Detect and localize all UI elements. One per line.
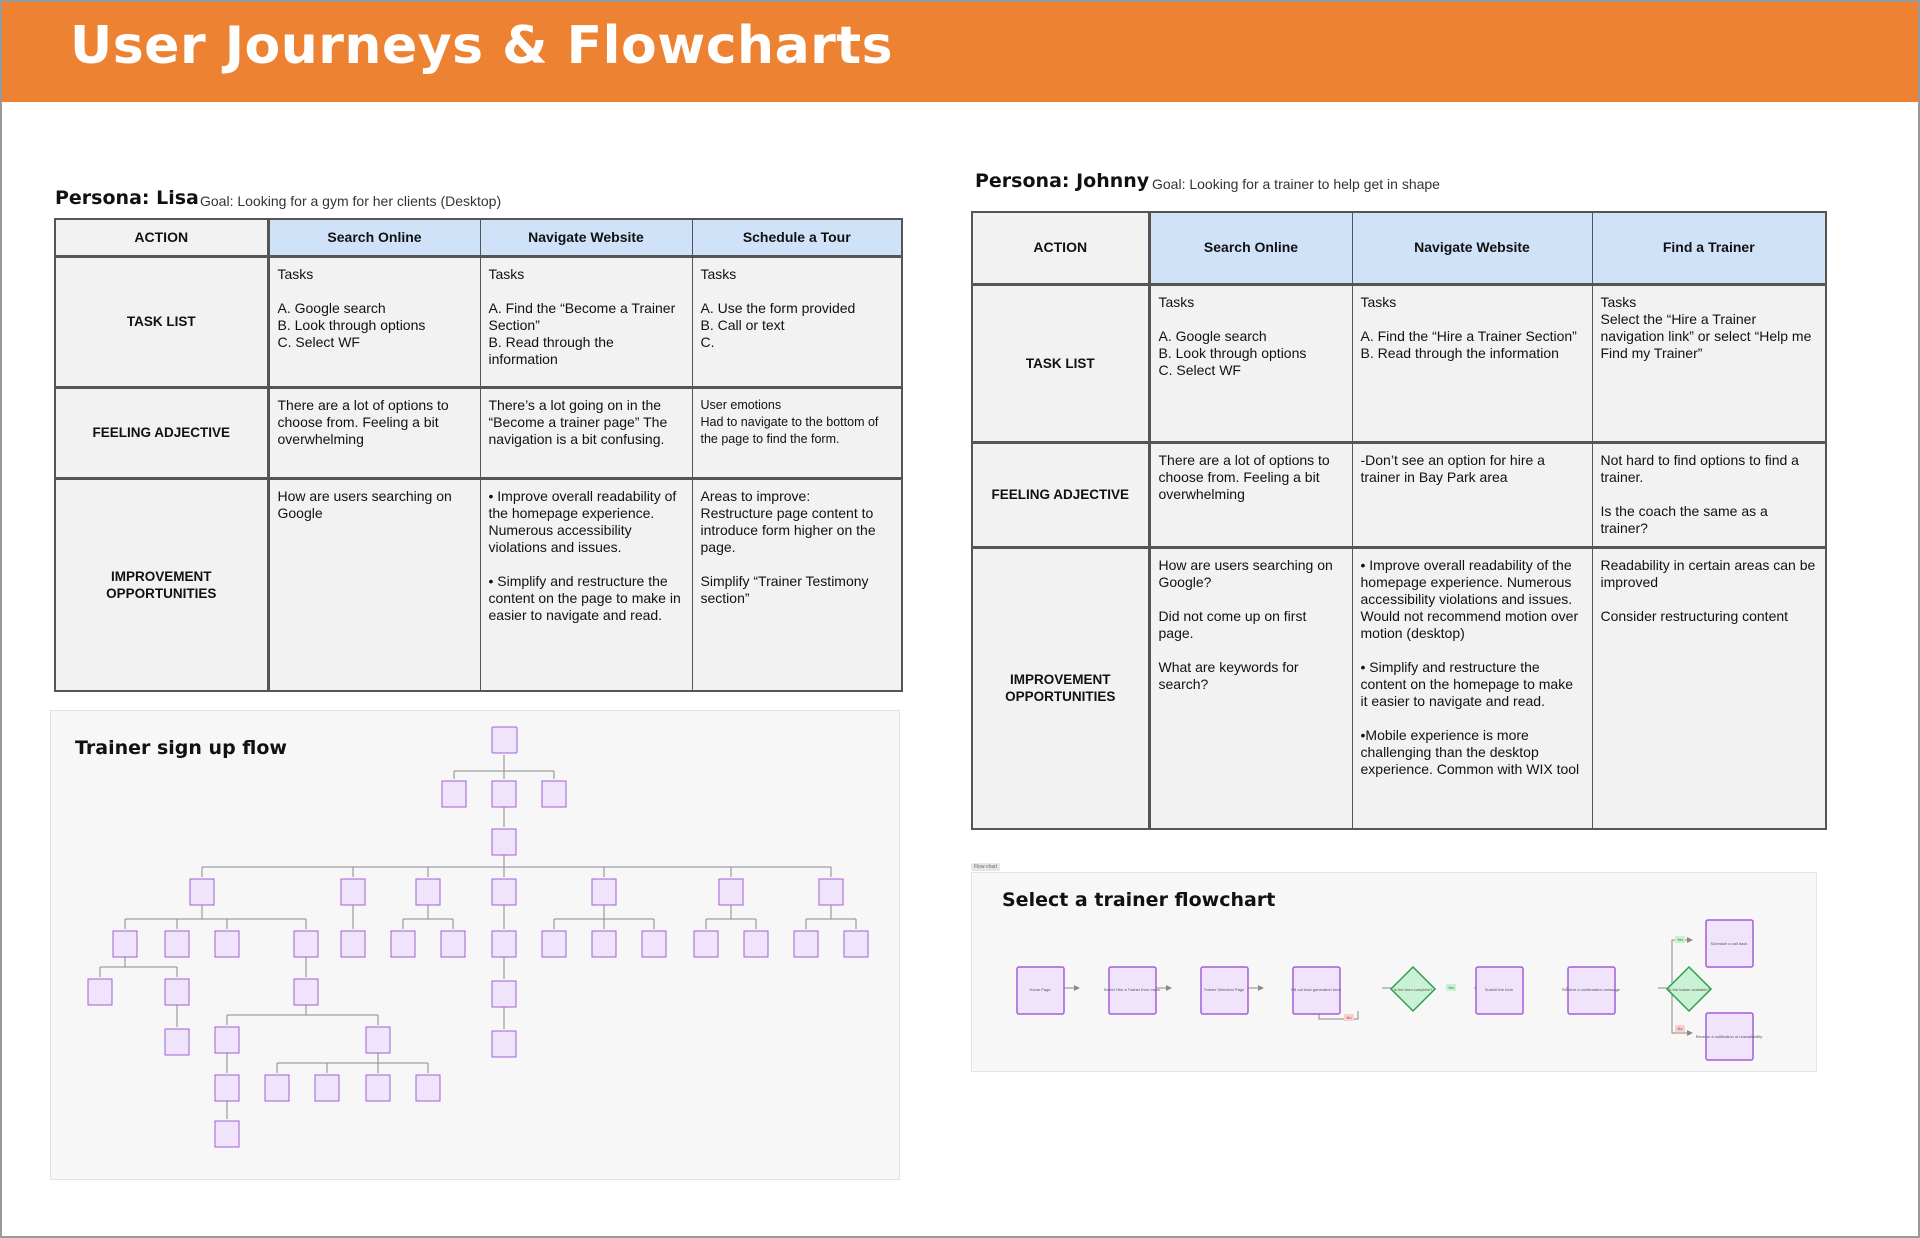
flow-decision-label: Is the trainer available? [1668,987,1710,992]
table-cell: Tasks A. Find the “Become a Trainer Sect… [479,254,693,388]
select-trainer-flow-diagram: Home Page Select Hire a Trainer from men… [1016,919,1762,1061]
select-trainer-flow-title: Select a trainer flowchart [1002,889,1276,911]
action-header: ACTION [54,218,270,257]
row-header-feeling: FEELING ADJECTIVE [971,440,1151,548]
flow-node-label: Receive a confirmation message [1562,987,1621,992]
table-cell: • Improve overall readability of the hom… [1351,545,1593,830]
table-cell: How are users searching on Google? Did n… [1148,545,1353,830]
flow-node-label: Home Page [1029,987,1051,992]
trainer-signup-flow-title: Trainer sign up flow [75,737,287,759]
flowchart-tag: Flow chart [971,863,1001,871]
flow-no-label: No [1677,1026,1683,1031]
row-header-improvement: IMPROVEMENT OPPORTUNITIES [54,476,270,692]
column-header: Navigate Website [479,218,693,257]
flow-node-label: Select Hire a Trainer from menu [1104,987,1161,992]
table-cell: Tasks A. Google search B. Look through o… [267,254,481,388]
table-cell: Tasks A. Google search B. Look through o… [1148,282,1353,443]
column-header: Navigate Website [1351,211,1593,285]
persona-lisa-title: Persona: Lisa [55,187,199,209]
select-trainer-flow-panel[interactable]: Select a trainer flowchart [971,872,1817,1072]
table-cell: • Improve overall readability of the hom… [479,476,693,692]
table-cell: There are a lot of options to choose fro… [267,385,481,479]
column-header: Search Online [1148,211,1353,285]
flow-node-label: Trainer Selection Page [1204,987,1245,992]
table-cell: There are a lot of options to choose fro… [1148,440,1353,548]
table-cell: Readability in certain areas can be impr… [1591,545,1827,830]
lisa-journey-table: ACTION Search Online Navigate Website Sc… [54,218,903,692]
page-title: User Journeys & Flowcharts [70,16,894,76]
persona-lisa-goal: Goal: Looking for a gym for her clients … [200,193,502,209]
johnny-journey-table: ACTION Search Online Navigate Website Fi… [971,211,1827,830]
table-cell: Not hard to find options to find a train… [1591,440,1827,548]
column-header: Find a Trainer [1591,211,1827,285]
action-header: ACTION [971,211,1151,285]
flow-node-label: Submit the form [1485,987,1514,992]
table-cell: -Don’t see an option for hire a trainer … [1351,440,1593,548]
row-header-improvement: IMPROVEMENT OPPORTUNITIES [971,545,1151,830]
table-cell: There’s a lot going on in the “Become a … [479,385,693,479]
column-header: Schedule a Tour [691,218,903,257]
flow-no-label: No [1346,1015,1352,1020]
persona-johnny-title: Persona: Johnny [975,170,1150,192]
table-cell: Tasks Select the “Hire a Trainer navigat… [1591,282,1827,443]
table-cell: Tasks A. Find the “Hire a Trainer Sectio… [1351,282,1593,443]
flow-yes-label: Yes [1677,937,1684,942]
row-header-task-list: TASK LIST [54,254,270,388]
row-header-task-list: TASK LIST [971,282,1151,443]
flow-yes-label: Yes [1448,985,1455,990]
column-header: Search Online [267,218,481,257]
flow-decision-label: Is the form complete? [1394,987,1433,992]
persona-johnny-goal: Goal: Looking for a trainer to help get … [1152,176,1440,192]
flow-node-label: Fill out lead generation form [1291,987,1341,992]
flow-node-label: Receive a notification of unavailability [1696,1034,1762,1039]
table-cell: How are users searching on Google [267,476,481,692]
table-cell: Areas to improve: Restructure page conte… [691,476,903,692]
row-header-feeling: FEELING ADJECTIVE [54,385,270,479]
trainer-signup-flow-diagram [87,726,869,1148]
table-cell: User emotions Had to navigate to the bot… [691,385,903,479]
page-header: User Journeys & Flowcharts [2,2,1918,102]
trainer-signup-flow-panel[interactable]: Trainer sign up flow [50,710,900,1180]
table-cell: Tasks A. Use the form provided B. Call o… [691,254,903,388]
flow-node-label: Schedule a call back [1711,941,1748,946]
